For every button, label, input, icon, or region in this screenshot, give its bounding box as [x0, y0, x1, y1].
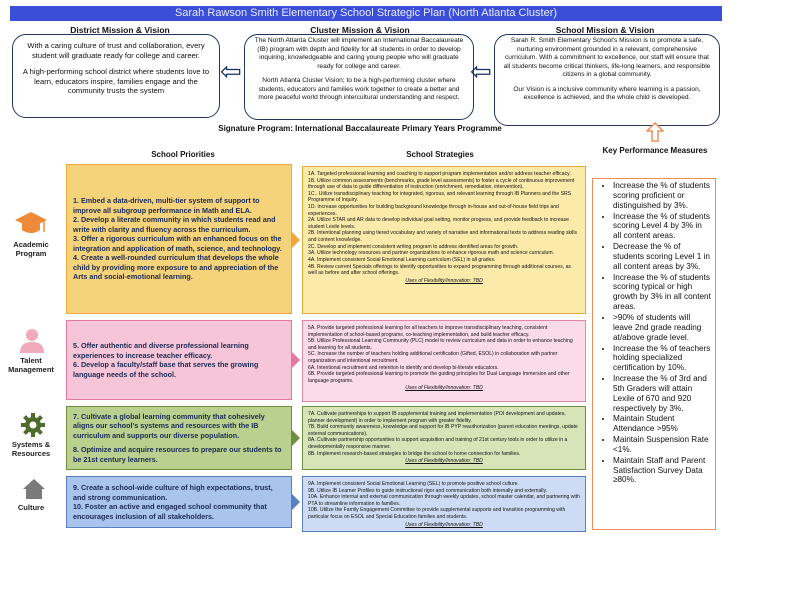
strategy-item: 5A. Provide targeted professional learni… — [308, 325, 548, 338]
strategies-box-talent: 5A. Provide targeted professional learni… — [302, 320, 586, 402]
priority-item: 2. Develop a literate community in which… — [73, 215, 276, 234]
district-vision: A high-performing school district where … — [22, 66, 210, 96]
strategy-item: 10A. Enhance internal and external commu… — [308, 494, 580, 507]
strategy-item: 7B. Build community awareness, knowledge… — [308, 424, 578, 437]
priority-item: 6. Develop a faculty/staff base that ser… — [73, 360, 259, 379]
arrow-left-icon: ⇦ — [470, 56, 492, 86]
kpi-item: Increase the % of teachers holding speci… — [613, 344, 711, 374]
strategy-item: 4A. Implement consistent Social Emotiona… — [308, 256, 496, 263]
strategy-item: 4B. Review current Specials offerings to… — [308, 263, 571, 277]
priority-item: 10. Foster an active and engaged school … — [73, 502, 267, 521]
kpi-item: Increase the % of students scoring Level… — [613, 212, 711, 242]
arrow-right-icon — [292, 430, 300, 446]
priorities-box-systems: 7. Cultivate a global learning community… — [66, 406, 292, 470]
priority-item: 1. Embed a data-driven, multi-tier syste… — [73, 196, 260, 215]
area-label-talent: Talent Management — [8, 356, 54, 374]
area-label-systems: Systems & Resources — [11, 440, 51, 458]
strategy-item: 2B. Intentional planning using tiered vo… — [308, 230, 577, 244]
district-mission: With a caring culture of trust and colla… — [27, 41, 205, 60]
cluster-title: Cluster Mission & Vision — [310, 25, 410, 35]
strategy-item: 1B. Utilize common assessments (benchmar… — [308, 177, 575, 191]
district-title: District Mission & Vision — [70, 25, 170, 35]
strategy-item: 1A. Targeted professional learning and c… — [308, 171, 571, 177]
kpi-item: Maintain Student Attendance >95% — [613, 414, 711, 434]
kpi-item: Maintain Suspension Rate <1%. — [613, 435, 711, 455]
strategies-box-culture: 9A. Implement consistent Social Emotiona… — [302, 476, 586, 532]
flexibility-note: Uses of Flexibility/Innovation: TBD — [405, 385, 483, 392]
area-label-culture: Culture — [17, 503, 45, 512]
kpi-item: Maintain Staff and Parent Satisfaction S… — [613, 456, 711, 486]
arrow-right-icon — [292, 352, 300, 368]
kpi-header: Key Performance Measures — [602, 146, 708, 155]
priority-item: 3. Offer a rigorous curriculum with an e… — [73, 234, 282, 253]
strategy-item: 5C. Increase the number of teachers hold… — [308, 351, 558, 365]
district-box: With a caring culture of trust and colla… — [12, 34, 220, 118]
priorities-header: School Priorities — [151, 150, 215, 159]
strategy-item: 10B. Utilize the Family Engagement Commi… — [308, 507, 566, 521]
priority-item: 7. Cultivate a global learning community… — [73, 411, 265, 440]
strategy-item: 9B. Utilize IB Learner Profiles to guide… — [308, 487, 548, 494]
strategy-item: 2C. Develop and implement consistent wri… — [308, 243, 519, 250]
signature-program: Signature Program: International Baccala… — [218, 124, 502, 133]
strategies-box-academic: 1A. Targeted professional learning and c… — [302, 166, 586, 314]
arrow-right-icon — [292, 232, 300, 248]
priority-item: 4. Create a well-rounded curriculum that… — [73, 253, 279, 282]
strategy-item: 6A. Intentional recruitment and retentio… — [308, 364, 499, 371]
flexibility-note: Uses of Flexibility/Innovation: TBD — [405, 521, 483, 528]
strategy-item: 5B. Utilize Professional Learning Commun… — [308, 338, 573, 351]
school-title: School Mission & Vision — [555, 25, 655, 35]
cluster-box: The North Atlanta Cluster will implement… — [244, 34, 474, 120]
arrow-right-icon — [292, 494, 300, 510]
strategy-item: 9A. Implement consistent Social Emotiona… — [308, 481, 519, 487]
strategies-header: School Strategies — [406, 150, 474, 159]
house-icon — [23, 479, 45, 499]
kpi-item: Increase the % of 3rd and 5th Graders wi… — [613, 374, 711, 413]
kpi-box: Increase the % of students scoring profi… — [592, 178, 716, 530]
kpi-item: Increase the % of students scoring typic… — [613, 273, 711, 312]
kpi-item: Decrease the % of students scoring Level… — [613, 242, 711, 272]
arrow-up-icon — [646, 122, 664, 142]
strategy-item: 2A. Utilize STAR and AR data to develop … — [308, 217, 569, 230]
school-box: Sarah R. Smith Elementary School's Missi… — [494, 34, 720, 126]
school-mission: Sarah R. Smith Elementary School's Missi… — [503, 37, 711, 79]
strategy-item: 7A. Cultivate partnerships to support IB… — [308, 411, 566, 424]
strategy-item: 8B. Implement research-based strategies … — [308, 450, 521, 457]
priority-item: 8. Optimize and acquire resources to pre… — [73, 445, 282, 464]
kpi-item: Increase the % of students scoring profi… — [613, 181, 711, 211]
strategy-item: 6B. Provide targeted professional learni… — [308, 371, 570, 384]
gear-icon — [21, 413, 45, 437]
priorities-box-academic: 1. Embed a data-driven, multi-tier syste… — [66, 164, 292, 314]
person-icon — [20, 329, 44, 353]
cluster-mission: The North Atlanta Cluster will implement… — [254, 37, 464, 70]
strategy-item: 1C.. Utilize transdisciplinary teaching … — [308, 190, 572, 204]
strategy-item: 3A. Utilize technology resources and par… — [308, 250, 555, 257]
priority-item: 5. Offer authentic and diverse professio… — [73, 341, 249, 360]
arrow-left-icon: ⇦ — [220, 56, 242, 86]
strategy-item: 8A. Cultivate partnership opportunities … — [308, 437, 568, 451]
cluster-vision: North Atlanta Cluster Vision; to be a hi… — [258, 77, 460, 102]
priorities-box-culture: 9. Create a school-wide culture of high … — [66, 476, 292, 528]
area-label-academic: Academic Program — [13, 240, 49, 258]
graduation-cap-icon — [15, 212, 47, 233]
school-vision: Our Vision is a inclusive community wher… — [513, 85, 701, 102]
strategy-item: 1D. Increase opportunities for building … — [308, 204, 559, 217]
strategies-box-systems: 7A. Cultivate partnerships to support IB… — [302, 406, 586, 470]
flexibility-note: Uses of Flexibility/Innovation: TBD — [405, 277, 483, 284]
priority-item: 9. Create a school-wide culture of high … — [73, 483, 273, 502]
plan-banner: Sarah Rawson Smith Elementary School Str… — [10, 6, 722, 21]
flexibility-note: Uses of Flexibility/Innovation: TBD — [405, 458, 483, 465]
priorities-box-talent: 5. Offer authentic and diverse professio… — [66, 320, 292, 400]
kpi-item: >90% of students will leave 2nd grade re… — [613, 313, 711, 343]
